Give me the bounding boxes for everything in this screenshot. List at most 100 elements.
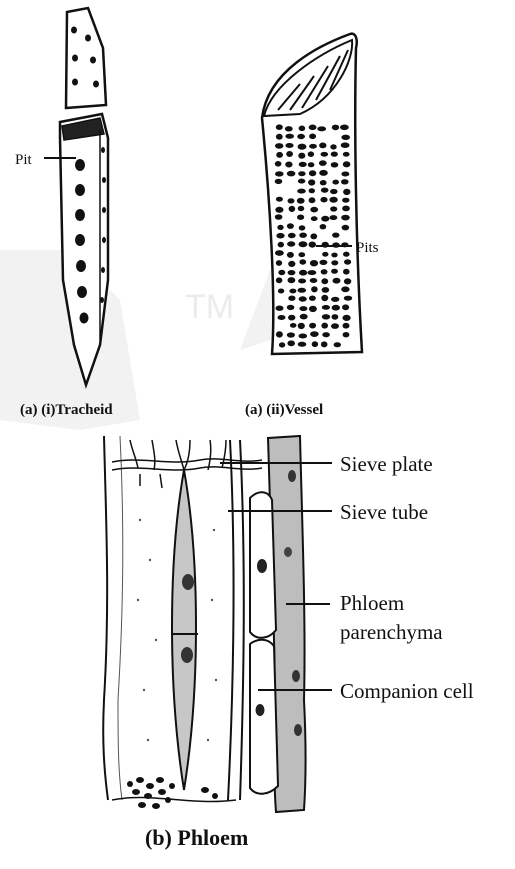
vessel-pit	[299, 259, 306, 264]
vessel-pit	[275, 250, 284, 256]
vessel-pit	[322, 332, 330, 337]
nucleus	[292, 670, 300, 682]
vessel-pit	[320, 224, 327, 229]
vessel-pit	[298, 279, 306, 284]
vessel-pit	[276, 124, 283, 130]
vessel-pit	[343, 269, 350, 275]
vessel-pit	[287, 241, 295, 246]
vessel-pit	[311, 286, 318, 292]
vessel-pit	[344, 278, 351, 284]
nucleus	[256, 704, 265, 716]
vessel-pit	[290, 323, 297, 328]
vessel-pit	[330, 215, 338, 220]
vessel-pit	[309, 197, 316, 203]
vessel-pit	[299, 252, 306, 257]
vessel-pit	[275, 161, 282, 167]
vessel-pit	[287, 171, 296, 177]
vessel-pit	[285, 134, 294, 139]
vessel-pit	[298, 179, 305, 184]
vessel-figure: Pits (a) (ii)Vessel	[245, 34, 379, 418]
vessel-pit	[332, 125, 339, 131]
vessel-pit	[299, 225, 306, 230]
vessel-pit	[297, 198, 305, 204]
tracheid-pit	[72, 55, 78, 62]
vessel-pit	[331, 323, 339, 329]
vessel-pit	[287, 305, 295, 310]
vessel-pit	[331, 260, 338, 265]
vessel-pit	[276, 306, 284, 311]
companion-cell-label: Companion cell	[340, 679, 474, 703]
vessel-pit	[275, 171, 284, 176]
vessel-pit	[288, 296, 295, 301]
vessel-pit	[288, 277, 296, 283]
vessel-pit	[275, 179, 283, 184]
vessel-pit	[288, 270, 296, 275]
vessel-pit	[342, 225, 350, 231]
vessel-pit	[321, 295, 328, 301]
vessel-pit	[286, 151, 293, 157]
vessel-pit	[278, 315, 286, 320]
phloem-outer-wall-left	[103, 436, 108, 800]
nucleus	[182, 574, 194, 590]
vessel-pit	[298, 153, 305, 159]
vessel-pit	[343, 152, 350, 157]
vessel-pit	[317, 126, 326, 131]
parenchyma-cell-lower	[250, 640, 278, 794]
vessel-pit	[297, 134, 305, 139]
vessel-pit	[287, 252, 294, 258]
central-sieve-element	[172, 470, 196, 790]
phloem-figure: Sieve plate Sieve tube Phloem parenchyma…	[103, 436, 474, 850]
vessel-pit	[343, 315, 351, 321]
vessel-pit	[320, 180, 327, 185]
vessel-pit	[278, 242, 284, 248]
phloem-caption: (b) Phloem	[145, 825, 248, 850]
vessel-pit	[333, 278, 341, 284]
vessel-pit	[312, 341, 318, 347]
vessel-pit	[322, 252, 328, 257]
vessel-pit	[332, 314, 339, 320]
vessel-pit	[278, 270, 285, 275]
pit-label: Pit	[15, 152, 33, 168]
vessel-pit	[319, 170, 328, 176]
vessel-pit	[278, 289, 284, 294]
vessel-pit	[308, 151, 314, 157]
vessel-pit	[343, 332, 350, 337]
vessel-pit	[275, 207, 283, 213]
vessel-pit	[308, 179, 315, 185]
sieve-plate-bottom-line	[112, 797, 236, 801]
pits-label: Pits	[356, 240, 379, 256]
vessel-pit	[309, 242, 316, 248]
tracheid-pit	[93, 81, 99, 88]
vessel-pit	[309, 134, 316, 140]
vessel-pit	[320, 197, 327, 203]
vessel-pit	[276, 233, 284, 239]
vessel-pit	[342, 304, 349, 310]
vessel-pit	[332, 233, 339, 238]
vessel-pit	[289, 206, 296, 212]
vessel-pit	[299, 233, 307, 238]
vessel-pit	[344, 259, 351, 264]
vessel-pit	[298, 171, 305, 176]
vessel-pit	[309, 296, 316, 301]
vessel-pit	[299, 334, 308, 339]
vessel-pit	[285, 143, 293, 148]
vessel-pit	[310, 331, 319, 337]
vessel-pit	[341, 135, 350, 140]
vessel-pit	[321, 323, 328, 329]
vessel-pit	[343, 189, 350, 195]
vessel-pit	[275, 214, 283, 220]
vessel-pit	[343, 161, 351, 167]
vessel-pit	[330, 189, 338, 194]
vessel-pit	[288, 233, 296, 238]
phloem-inner-wall-left	[118, 436, 123, 800]
tracheid-caption: (a) (i)Tracheid	[20, 402, 113, 418]
vessel-pit	[299, 162, 307, 167]
vessel-pit	[331, 297, 339, 302]
vessel-pit	[310, 233, 317, 239]
vessel-pit	[342, 198, 349, 203]
vessel-pit	[330, 144, 336, 149]
vessel-pit	[341, 179, 349, 184]
vessel-pit	[321, 341, 328, 347]
vessel-pit	[321, 278, 328, 284]
